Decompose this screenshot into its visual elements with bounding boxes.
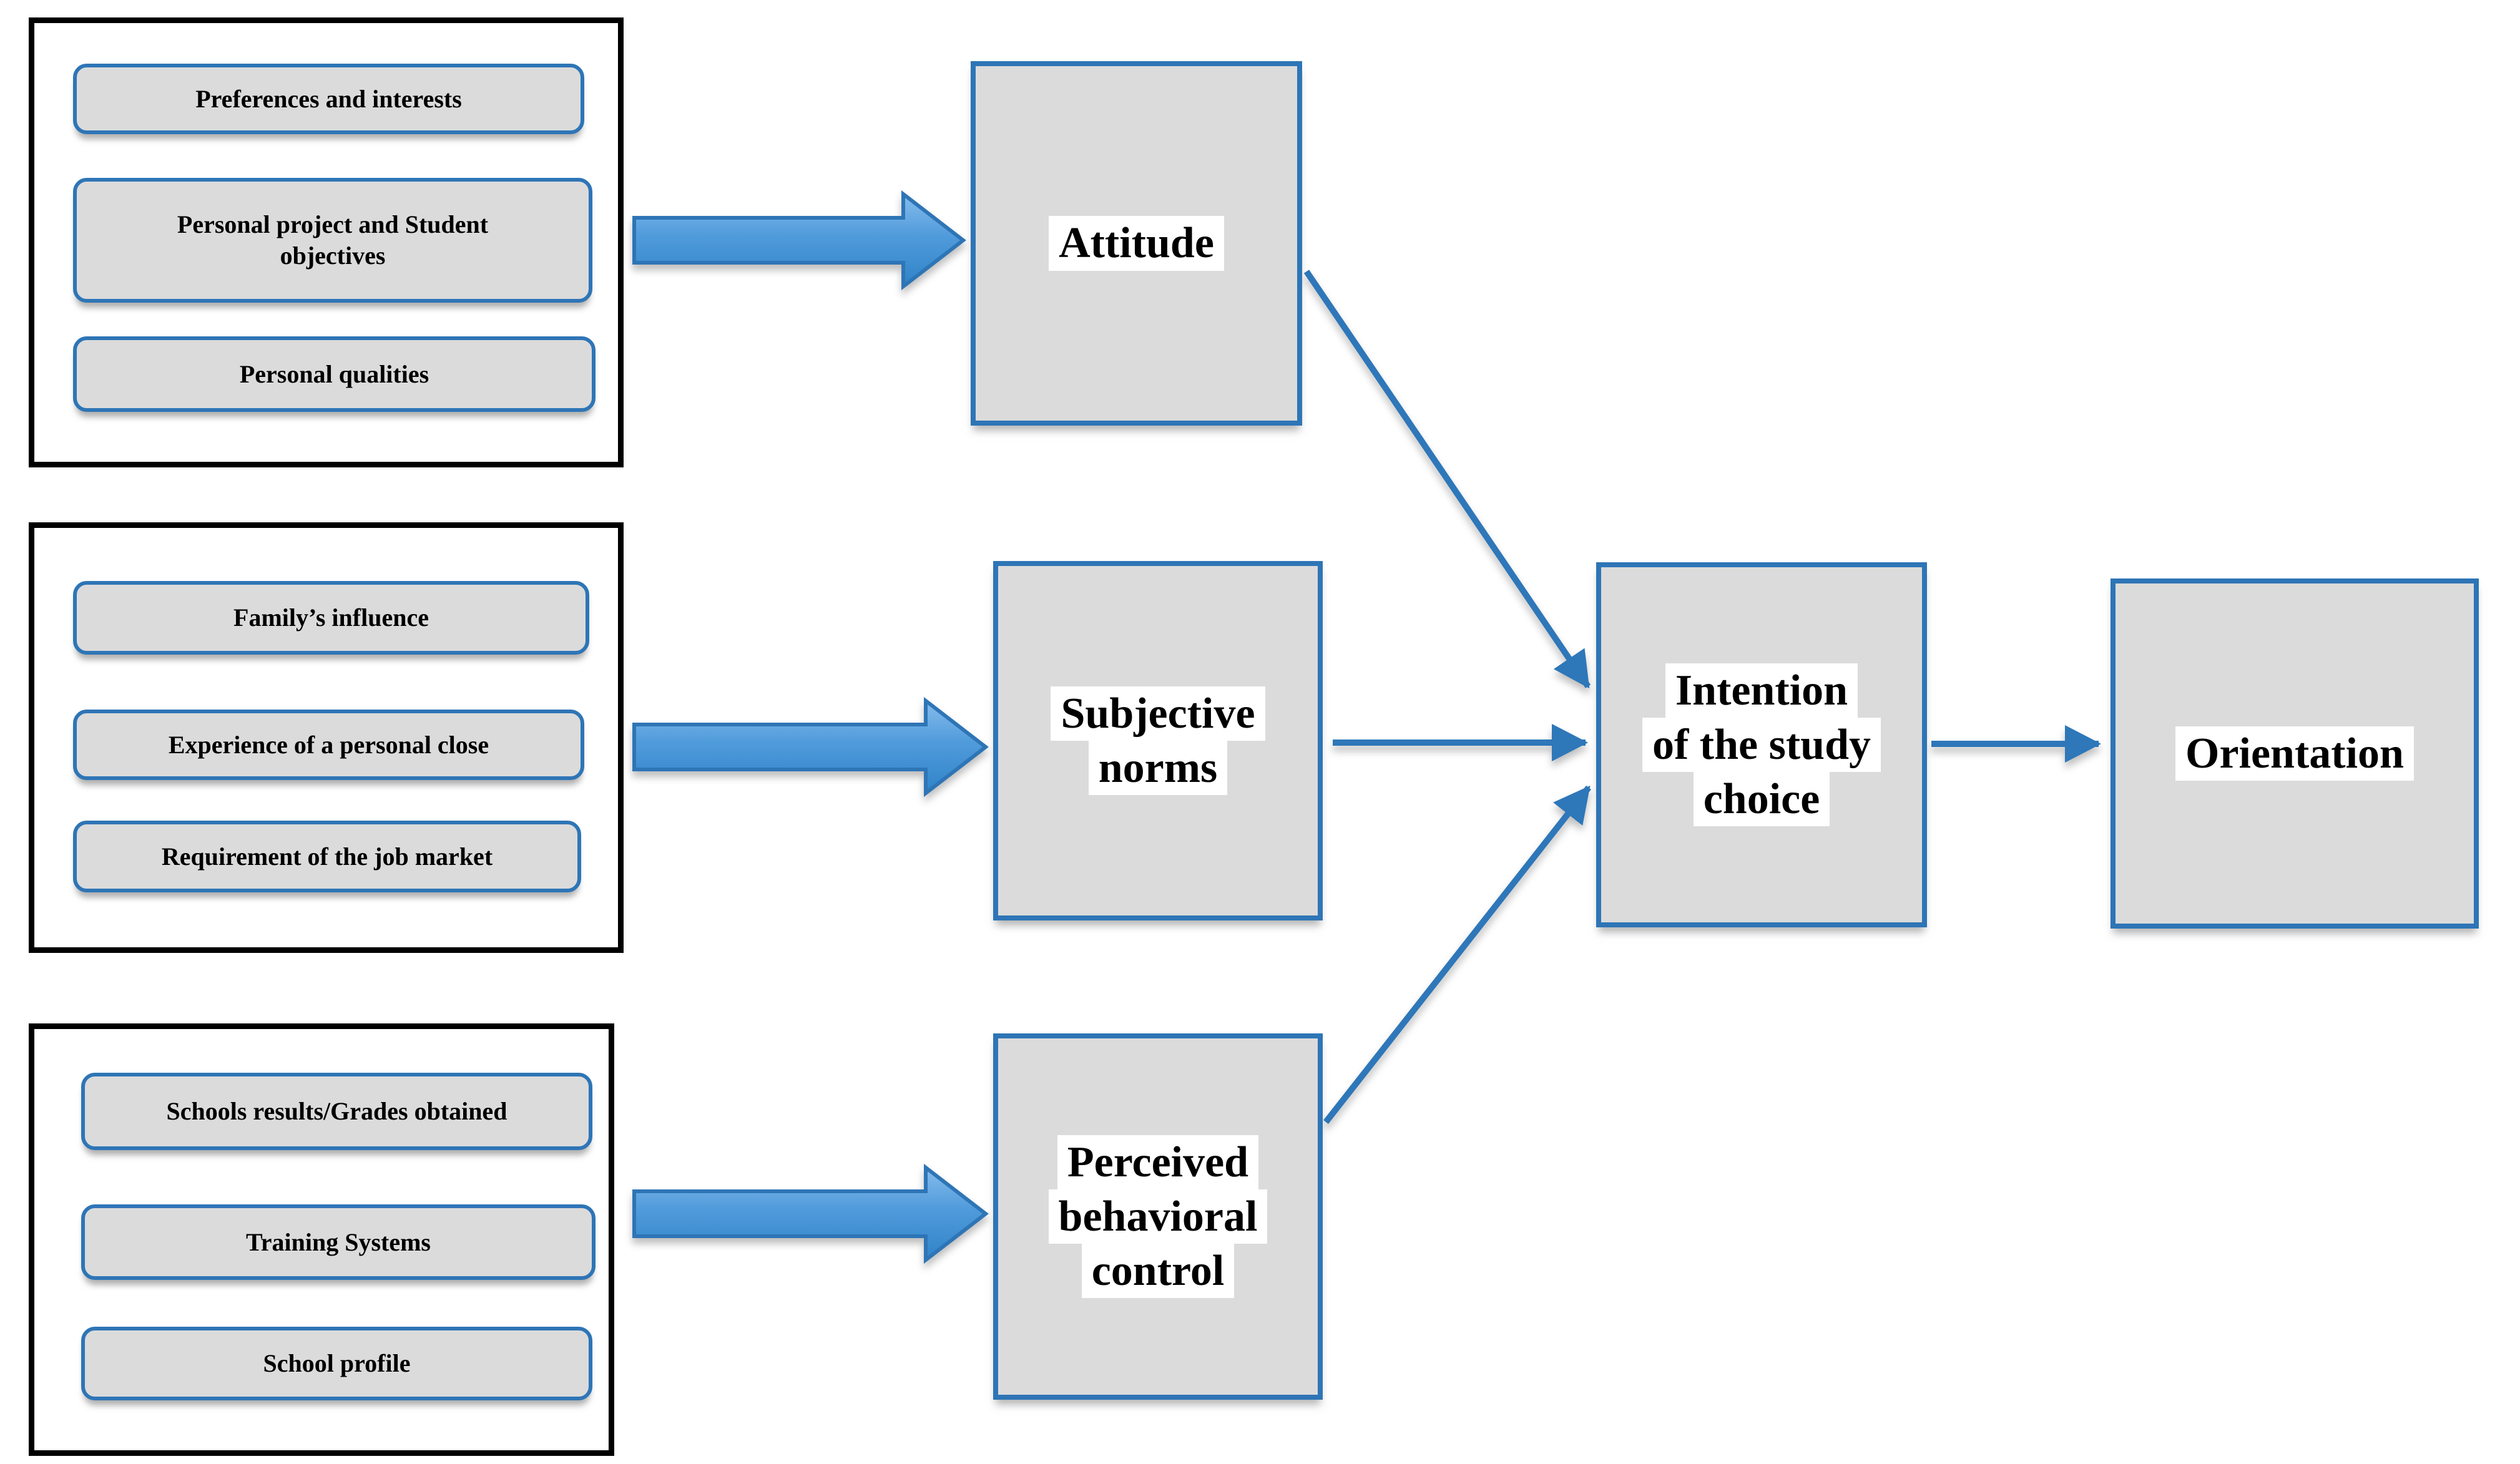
block-arrow-social-to-subjective-norms xyxy=(632,696,989,798)
arrow-attitude-to-intention xyxy=(1303,270,1591,689)
node-label-line: Personal qualities xyxy=(239,359,429,388)
group-personal-factors: Preferences and interests Personal proje… xyxy=(29,17,624,467)
node-label-line: norms xyxy=(1088,741,1228,796)
node-label-line: Preferences and interests xyxy=(195,84,462,113)
node-label-line: Perceived xyxy=(1057,1135,1259,1189)
node-label-line: Requirement of the job market xyxy=(161,842,493,871)
factor-box-training-systems: Training Systems xyxy=(81,1204,596,1280)
node-label-line: behavioral xyxy=(1048,1189,1268,1244)
node-label-line: Subjective xyxy=(1051,686,1265,741)
node-label-line: Attitude xyxy=(1049,216,1224,271)
factor-box-personal-project-and-student-objectives: Personal project and Student objectives xyxy=(73,178,592,303)
group-social-factors: Family’s influence Experience of a perso… xyxy=(29,522,624,953)
factor-box-school-profile: School profile xyxy=(81,1327,592,1400)
block-arrow-personal-to-attitude xyxy=(632,190,966,291)
node-label-line: objectives xyxy=(280,242,386,270)
node-label-line: Family’s influence xyxy=(233,603,429,632)
node-label-line: control xyxy=(1081,1244,1235,1299)
factor-box-experience-of-a-personal-close: Experience of a personal close xyxy=(73,710,584,780)
node-orientation: Orientation xyxy=(2111,578,2479,929)
node-label-line: choice xyxy=(1693,772,1830,827)
node-label-line: School profile xyxy=(263,1349,411,1377)
group-school-factors: Schools results/Grades obtained Training… xyxy=(29,1023,614,1456)
node-label-line: Intention xyxy=(1665,663,1858,718)
node-label-line: Training Systems xyxy=(246,1227,431,1256)
factor-box-schools-results-grades-obtained: Schools results/Grades obtained xyxy=(81,1073,592,1150)
node-label-line: Personal project and Student xyxy=(177,210,489,238)
node-label-line: Orientation xyxy=(2175,726,2414,781)
node-label-line: Experience of a personal close xyxy=(168,730,489,759)
arrow-perceived-control-to-intention xyxy=(1323,785,1591,1125)
factor-box-familys-influence: Family’s influence xyxy=(73,581,589,655)
node-label-line: of the study xyxy=(1642,717,1881,773)
factor-box-requirement-of-the-job-market: Requirement of the job market xyxy=(73,821,581,892)
node-attitude: Attitude xyxy=(971,61,1302,426)
factor-box-personal-qualities: Personal qualities xyxy=(73,336,596,412)
node-label-line: Schools results/Grades obtained xyxy=(166,1097,507,1125)
block-arrow-school-to-perceived-control xyxy=(632,1163,989,1264)
factor-box-preferences-and-interests: Preferences and interests xyxy=(73,64,584,134)
